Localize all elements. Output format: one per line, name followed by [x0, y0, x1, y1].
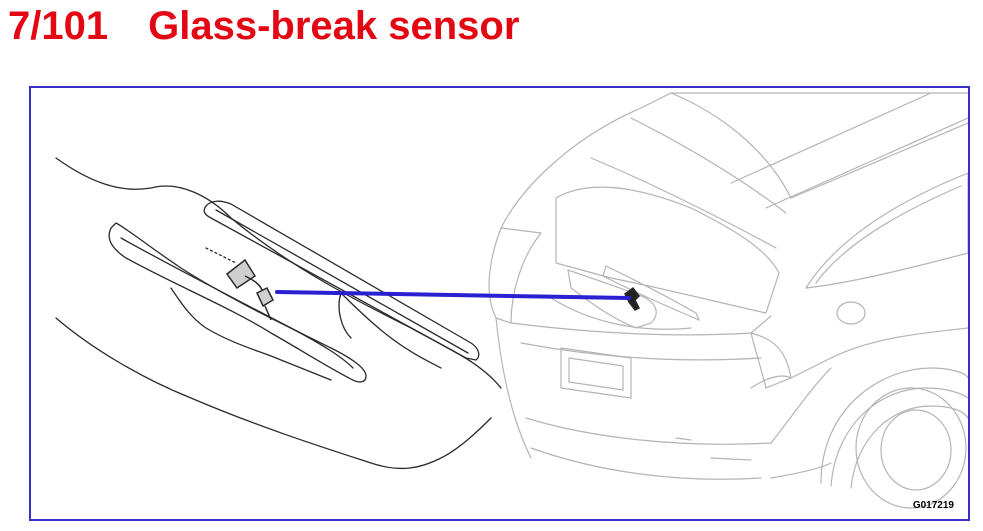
closeup-illustration: [55, 157, 502, 470]
figure-code: G017219: [912, 500, 954, 511]
sensor-location-marker: [624, 286, 641, 311]
illustration: [55, 92, 968, 509]
page-title: 7/101 Glass-break sensor: [8, 2, 519, 50]
car-rear-illustration: [488, 92, 968, 509]
title-text: Glass-break sensor: [148, 4, 520, 48]
car-spoiler-detail: [567, 265, 701, 329]
pointer-line: [275, 290, 631, 300]
glass-break-sensor: [225, 258, 274, 321]
illustration-frame: G017219: [29, 86, 970, 521]
section-number: 7/101: [8, 4, 109, 48]
